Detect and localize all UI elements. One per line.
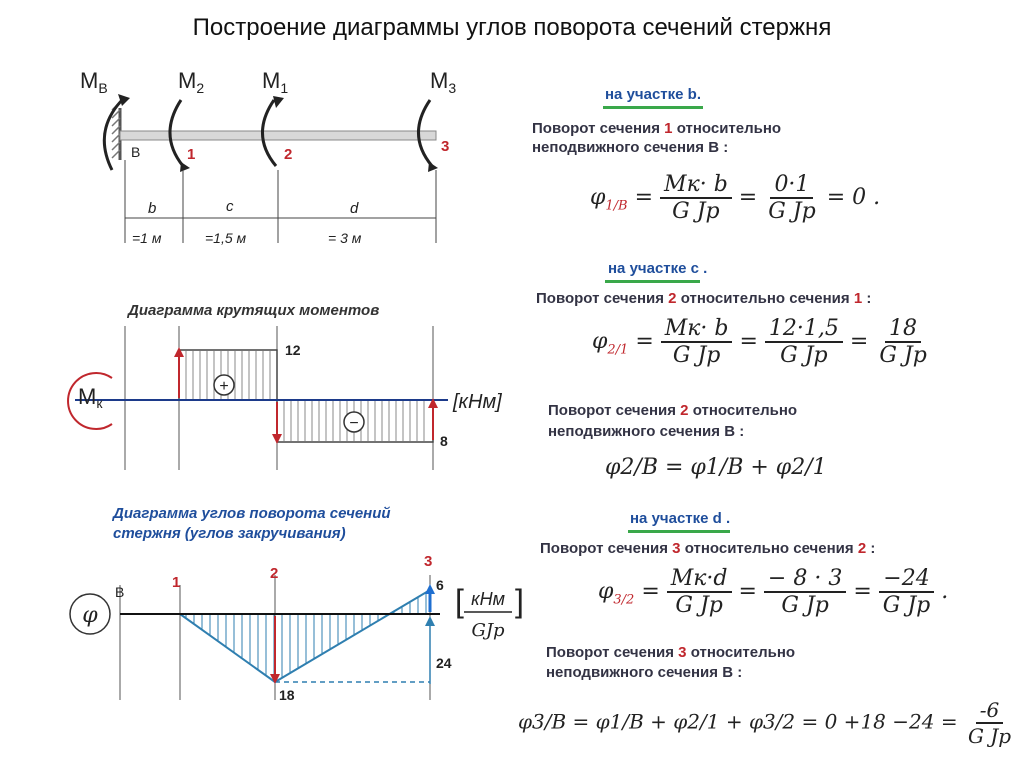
- segment-letter-c: c: [226, 198, 234, 215]
- dimension-lines: [124, 160, 437, 243]
- moment-arrow-2: [168, 99, 185, 167]
- torque-symbol: Mк: [78, 384, 103, 411]
- segment-length-d: = 3 м: [328, 230, 362, 246]
- arrowhead-2: [180, 162, 190, 172]
- moment-label-1: M1: [262, 68, 288, 96]
- angle-hatch: [185, 592, 427, 682]
- moment-arrow-1: [261, 99, 278, 167]
- segment-d-underline: [628, 530, 730, 533]
- segment-letter-b: b: [148, 200, 156, 217]
- angle-title-2: стержня (углов закручивания): [113, 525, 346, 542]
- angle-arrow-24: [425, 616, 435, 626]
- step1-line2: неподвижного сечения B :: [532, 139, 729, 156]
- torque-arrow-down: [272, 434, 282, 444]
- formula-3: φ2/B = φ1/B + φ2/1: [605, 455, 827, 480]
- torque-value-12: 12: [285, 342, 301, 358]
- angle-unit-den: GJp: [471, 620, 505, 641]
- torque-negative-hatch: [283, 401, 425, 441]
- angle-value-6: 6: [436, 577, 444, 593]
- angle-arrow-down: [270, 674, 280, 684]
- svg-text:+: +: [219, 378, 228, 395]
- segment-d-heading: на участке d .: [630, 510, 731, 527]
- torque-arrow-up: [174, 347, 184, 357]
- svg-text:−: −: [349, 415, 358, 432]
- phi-ring: [69, 593, 111, 635]
- page-title: Построение диаграммы углов поворота сече…: [192, 14, 832, 41]
- unit-bracket-right: ]: [515, 583, 524, 619]
- beam-group: MB M2 M1 M3 B 1 2 3 b c d =1 м =1,5 м = …: [80, 68, 456, 246]
- phi-symbol: φ: [82, 603, 98, 628]
- step4-line: Поворот сечения 3 относительно сечения 2…: [540, 540, 876, 557]
- moment-arrow-B: [102, 96, 126, 171]
- angle-label-B: B: [115, 584, 124, 600]
- step1-line1: Поворот сечения 1 относительно: [532, 120, 782, 137]
- angle-diagram: Диаграмма углов поворота сечений стержня…: [69, 505, 524, 703]
- segment-b-heading: на участке b.: [605, 86, 701, 103]
- arrowhead-1: [273, 96, 284, 108]
- arrowhead-3: [428, 162, 438, 172]
- arrowhead-B: [118, 94, 130, 106]
- torque-unit: [кНм]: [452, 391, 502, 413]
- moment-label-2: M2: [178, 68, 204, 96]
- torque-value-8: 8: [440, 433, 448, 449]
- angle-label-3: 3: [424, 553, 432, 570]
- angle-arrow-6: [425, 584, 435, 594]
- step2-line: Поворот сечения 2 относительно сечения 1…: [536, 290, 872, 307]
- torque-symbol-ring: [67, 372, 113, 430]
- section-label-3: 3: [441, 138, 449, 155]
- torque-diagram-title: Диаграмма крутящих моментов: [126, 302, 379, 319]
- moment-label-3: M3: [430, 68, 456, 96]
- angle-label-2: 2: [270, 565, 278, 582]
- step3-line1: Поворот сечения 2 относительно: [548, 402, 798, 419]
- step5-line2: неподвижного сечения B :: [546, 664, 743, 681]
- angle-title-1: Диаграмма углов поворота сечений: [111, 505, 391, 522]
- segment-c-heading: на участке c .: [608, 260, 708, 277]
- segment-b-underline: [603, 106, 703, 109]
- step3-line2: неподвижного сечения B :: [548, 423, 745, 440]
- angle-label-1: 1: [172, 574, 180, 591]
- torque-diagram: Диаграмма крутящих моментов + − 12 8: [67, 302, 502, 470]
- formula-5: φ3/B = φ1/B + φ2/1 + φ3/2 = 0 +18 −24 = …: [518, 698, 1012, 748]
- segment-length-c: =1,5 м: [205, 230, 247, 246]
- step5-line1: Поворот сечения 3 относительно: [546, 644, 796, 661]
- moment-label-B: MB: [80, 68, 108, 96]
- beam-rod: [119, 130, 437, 141]
- segment-c-underline: [605, 280, 700, 283]
- section-label-1: 1: [187, 146, 195, 163]
- angle-value-18: 18: [279, 687, 295, 703]
- section-label-2: 2: [284, 146, 292, 163]
- segment-length-b: =1 м: [132, 230, 162, 246]
- angle-unit-num: кНм: [471, 589, 505, 609]
- torque-arrow-up-right: [428, 398, 438, 408]
- angle-value-24: 24: [436, 655, 452, 671]
- section-label-B: B: [131, 144, 140, 160]
- plus-sign: [213, 374, 235, 396]
- segment-letter-d: d: [350, 200, 359, 217]
- unit-bracket-left: [: [455, 583, 464, 619]
- minus-sign: [343, 411, 365, 433]
- moment-arrow-3: [417, 99, 434, 167]
